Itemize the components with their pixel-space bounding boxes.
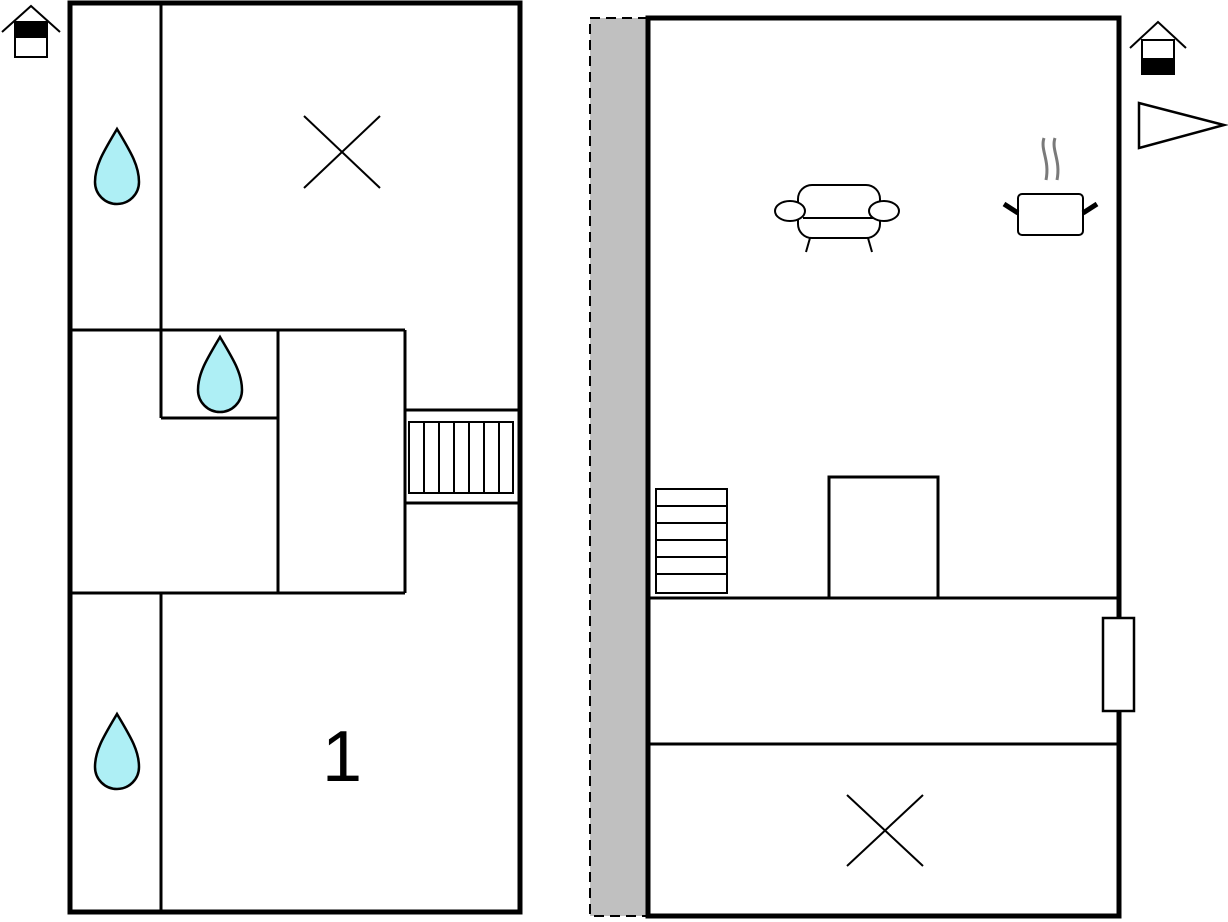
terrace-outline — [589, 17, 648, 917]
sofa-icon — [774, 184, 900, 253]
floor-level-ground-icon — [1129, 20, 1187, 75]
terrace-area — [590, 18, 648, 916]
interior-walls-left — [70, 3, 520, 912]
floor-level-upper-icon — [1, 4, 61, 58]
floor-plan-left: 1 — [1, 0, 523, 915]
north-arrow-icon — [1137, 101, 1228, 150]
room-cross-icon — [846, 794, 924, 867]
water-drop-icon — [196, 334, 244, 414]
bedroom-number-label: 1 — [322, 717, 362, 797]
window-icon — [1101, 616, 1136, 713]
room-cross-icon — [303, 115, 381, 189]
outer-wall-left — [67, 0, 523, 915]
outer-wall-right — [645, 15, 1122, 919]
stairs-icon — [655, 488, 728, 594]
interior-walls-right — [648, 475, 1119, 746]
cooking-pot-icon — [1002, 137, 1099, 236]
floor-plan-right — [589, 15, 1228, 919]
stairs-icon — [408, 421, 514, 494]
water-drop-icon — [93, 126, 141, 206]
water-drop-icon — [93, 711, 141, 791]
